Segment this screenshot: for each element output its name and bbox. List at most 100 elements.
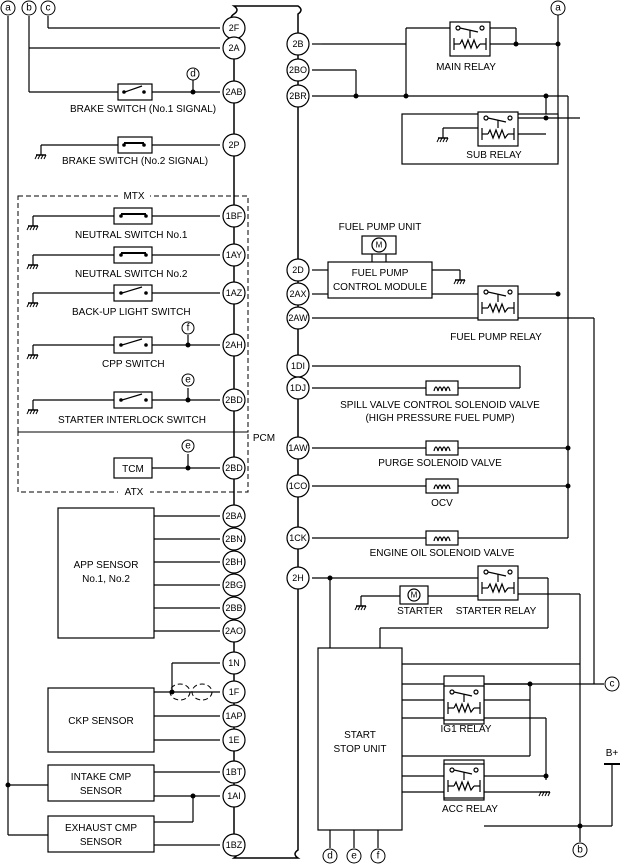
- pin-left-1ap-18: 1AP: [222, 704, 246, 728]
- exhaust-cmp-sensor: EXHAUST CMP SENSOR: [47, 815, 220, 853]
- svg-text:SENSOR: SENSOR: [80, 786, 122, 797]
- pin-left-1bf-4: 1BF: [222, 204, 246, 228]
- svg-text:START: START: [344, 730, 376, 741]
- pin-left-2ah-7: 2AH: [222, 333, 246, 357]
- svg-text:2BD: 2BD: [225, 395, 243, 405]
- brake-switch-no1: d BRAKE SWITCH (No.1 SIGNAL): [28, 48, 220, 115]
- pin-right-2d-3: 2D: [286, 258, 310, 282]
- svg-text:INTAKE CMP: INTAKE CMP: [71, 772, 132, 783]
- svg-text:b: b: [26, 3, 32, 14]
- svg-text:f: f: [187, 323, 190, 334]
- pcm-left-pins: 2F2A2AB2P1BF1AY1AZ2AH2BD2BD2BA2BN2BH2BG2…: [222, 16, 246, 857]
- connector-c-left: c: [40, 0, 56, 16]
- connector-f-bottom: f: [370, 848, 386, 864]
- svg-text:M: M: [411, 591, 418, 600]
- svg-text:c: c: [610, 679, 615, 690]
- pin-right-1dj-7: 1DJ: [286, 376, 310, 400]
- pin-right-2aw-5: 2AW: [286, 306, 310, 330]
- pin-left-2ab-2: 2AB: [222, 80, 246, 104]
- ckp-sensor: CKP SENSOR: [47, 662, 220, 753]
- svg-text:2AX: 2AX: [289, 289, 306, 299]
- pin-right-1ck-10: 1CK: [286, 526, 310, 550]
- connector-b-bottom: b: [572, 826, 588, 858]
- purge-solenoid-valve: PURGE SOLENOID VALVE: [312, 440, 571, 469]
- fuel-pump-control-module: FUEL PUMP CONTROL MODULE: [312, 261, 466, 299]
- neutral-switch-no2: NEUTRAL SWITCH No.2: [26, 246, 220, 280]
- pin-right-2h-11: 2H: [286, 566, 310, 590]
- left-bus-wires: [5, 16, 220, 836]
- svg-text:CONTROL MODULE: CONTROL MODULE: [333, 282, 427, 293]
- svg-text:f: f: [377, 851, 380, 862]
- svg-text:SUB RELAY: SUB RELAY: [466, 150, 522, 161]
- pin-left-1f-17: 1F: [222, 680, 246, 704]
- svg-text:B+: B+: [606, 748, 619, 759]
- svg-text:2F: 2F: [229, 23, 240, 33]
- pin-left-2bb-14: 2BB: [222, 596, 246, 620]
- svg-text:1AZ: 1AZ: [226, 288, 243, 298]
- svg-text:2A: 2A: [228, 43, 239, 53]
- sub-relay: SUB RELAY: [401, 111, 580, 165]
- svg-text:2BO: 2BO: [289, 65, 307, 75]
- svg-text:d: d: [190, 69, 196, 80]
- svg-text:1AI: 1AI: [227, 791, 241, 801]
- svg-text:e: e: [185, 375, 191, 386]
- connector-c-right: c: [604, 676, 620, 692]
- svg-text:ACC RELAY: ACC RELAY: [442, 804, 498, 815]
- connector-e-bottom: e: [346, 848, 362, 864]
- svg-text:1AP: 1AP: [225, 711, 242, 721]
- svg-text:1BT: 1BT: [226, 767, 243, 777]
- svg-text:CKP SENSOR: CKP SENSOR: [68, 716, 133, 727]
- pin-left-2bh-12: 2BH: [222, 550, 246, 574]
- svg-text:ENGINE OIL SOLENOID VALVE: ENGINE OIL SOLENOID VALVE: [370, 548, 515, 559]
- svg-text:2BA: 2BA: [225, 511, 242, 521]
- svg-text:2AB: 2AB: [225, 87, 242, 97]
- pin-left-2f-0: 2F: [222, 16, 246, 40]
- app-sensor: APP SENSOR No.1, No.2: [57, 507, 220, 639]
- svg-text:2BG: 2BG: [225, 580, 243, 590]
- neutral-switch-no2-label: NEUTRAL SWITCH No.2: [75, 269, 188, 280]
- svg-text:SPILL VALVE CONTROL SOLENOID V: SPILL VALVE CONTROL SOLENOID VALVE: [340, 400, 540, 411]
- svg-text:1E: 1E: [228, 735, 239, 745]
- backup-light-switch-label: BACK-UP LIGHT SWITCH: [72, 307, 191, 318]
- main-relay: MAIN RELAY: [312, 21, 561, 96]
- svg-text:1CO: 1CO: [289, 481, 308, 491]
- engine-oil-solenoid-valve: ENGINE OIL SOLENOID VALVE: [312, 530, 568, 559]
- svg-text:IG1 RELAY: IG1 RELAY: [441, 724, 492, 735]
- svg-text:No.1, No.2: No.1, No.2: [82, 574, 130, 585]
- svg-text:1F: 1F: [229, 687, 240, 697]
- svg-text:APP SENSOR: APP SENSOR: [74, 560, 139, 571]
- pin-right-2ax-4: 2AX: [286, 282, 310, 306]
- pin-right-2br-2: 2BR: [286, 84, 310, 108]
- svg-text:SENSOR: SENSOR: [80, 837, 122, 848]
- svg-text:b: b: [577, 845, 583, 856]
- neutral-switch-no1-label: NEUTRAL SWITCH No.1: [75, 230, 188, 241]
- svg-text:e: e: [351, 851, 357, 862]
- svg-text:2BH: 2BH: [225, 557, 243, 567]
- ocv: OCV: [312, 478, 571, 509]
- svg-text:2H: 2H: [292, 573, 304, 583]
- svg-text:MAIN RELAY: MAIN RELAY: [436, 62, 496, 73]
- svg-text:2BR: 2BR: [289, 91, 307, 101]
- pin-left-2bg-13: 2BG: [222, 573, 246, 597]
- svg-text:2P: 2P: [228, 140, 239, 150]
- mtx-label: MTX: [123, 191, 144, 202]
- svg-text:1N: 1N: [228, 658, 240, 668]
- connector-b-left: b: [21, 0, 37, 16]
- pcm-label: PCM: [253, 433, 275, 444]
- pin-left-1ay-5: 1AY: [222, 243, 246, 267]
- pin-right-2b-0: 2B: [286, 32, 310, 56]
- pin-left-1e-19: 1E: [222, 728, 246, 752]
- cpp-switch: f CPP SWITCH: [26, 321, 220, 370]
- svg-text:1AW: 1AW: [288, 443, 308, 453]
- pin-left-1n-16: 1N: [222, 651, 246, 675]
- svg-text:TCM: TCM: [122, 464, 144, 475]
- svg-text:OCV: OCV: [431, 498, 453, 509]
- svg-text:FUEL PUMP UNIT: FUEL PUMP UNIT: [339, 222, 422, 233]
- pin-left-1bt-20: 1BT: [222, 760, 246, 784]
- intake-cmp-sensor: INTAKE CMP SENSOR: [47, 764, 220, 823]
- svg-text:2BN: 2BN: [225, 534, 243, 544]
- svg-text:2BB: 2BB: [225, 603, 242, 613]
- starter-relay: M STARTER STARTER RELAY: [312, 565, 580, 830]
